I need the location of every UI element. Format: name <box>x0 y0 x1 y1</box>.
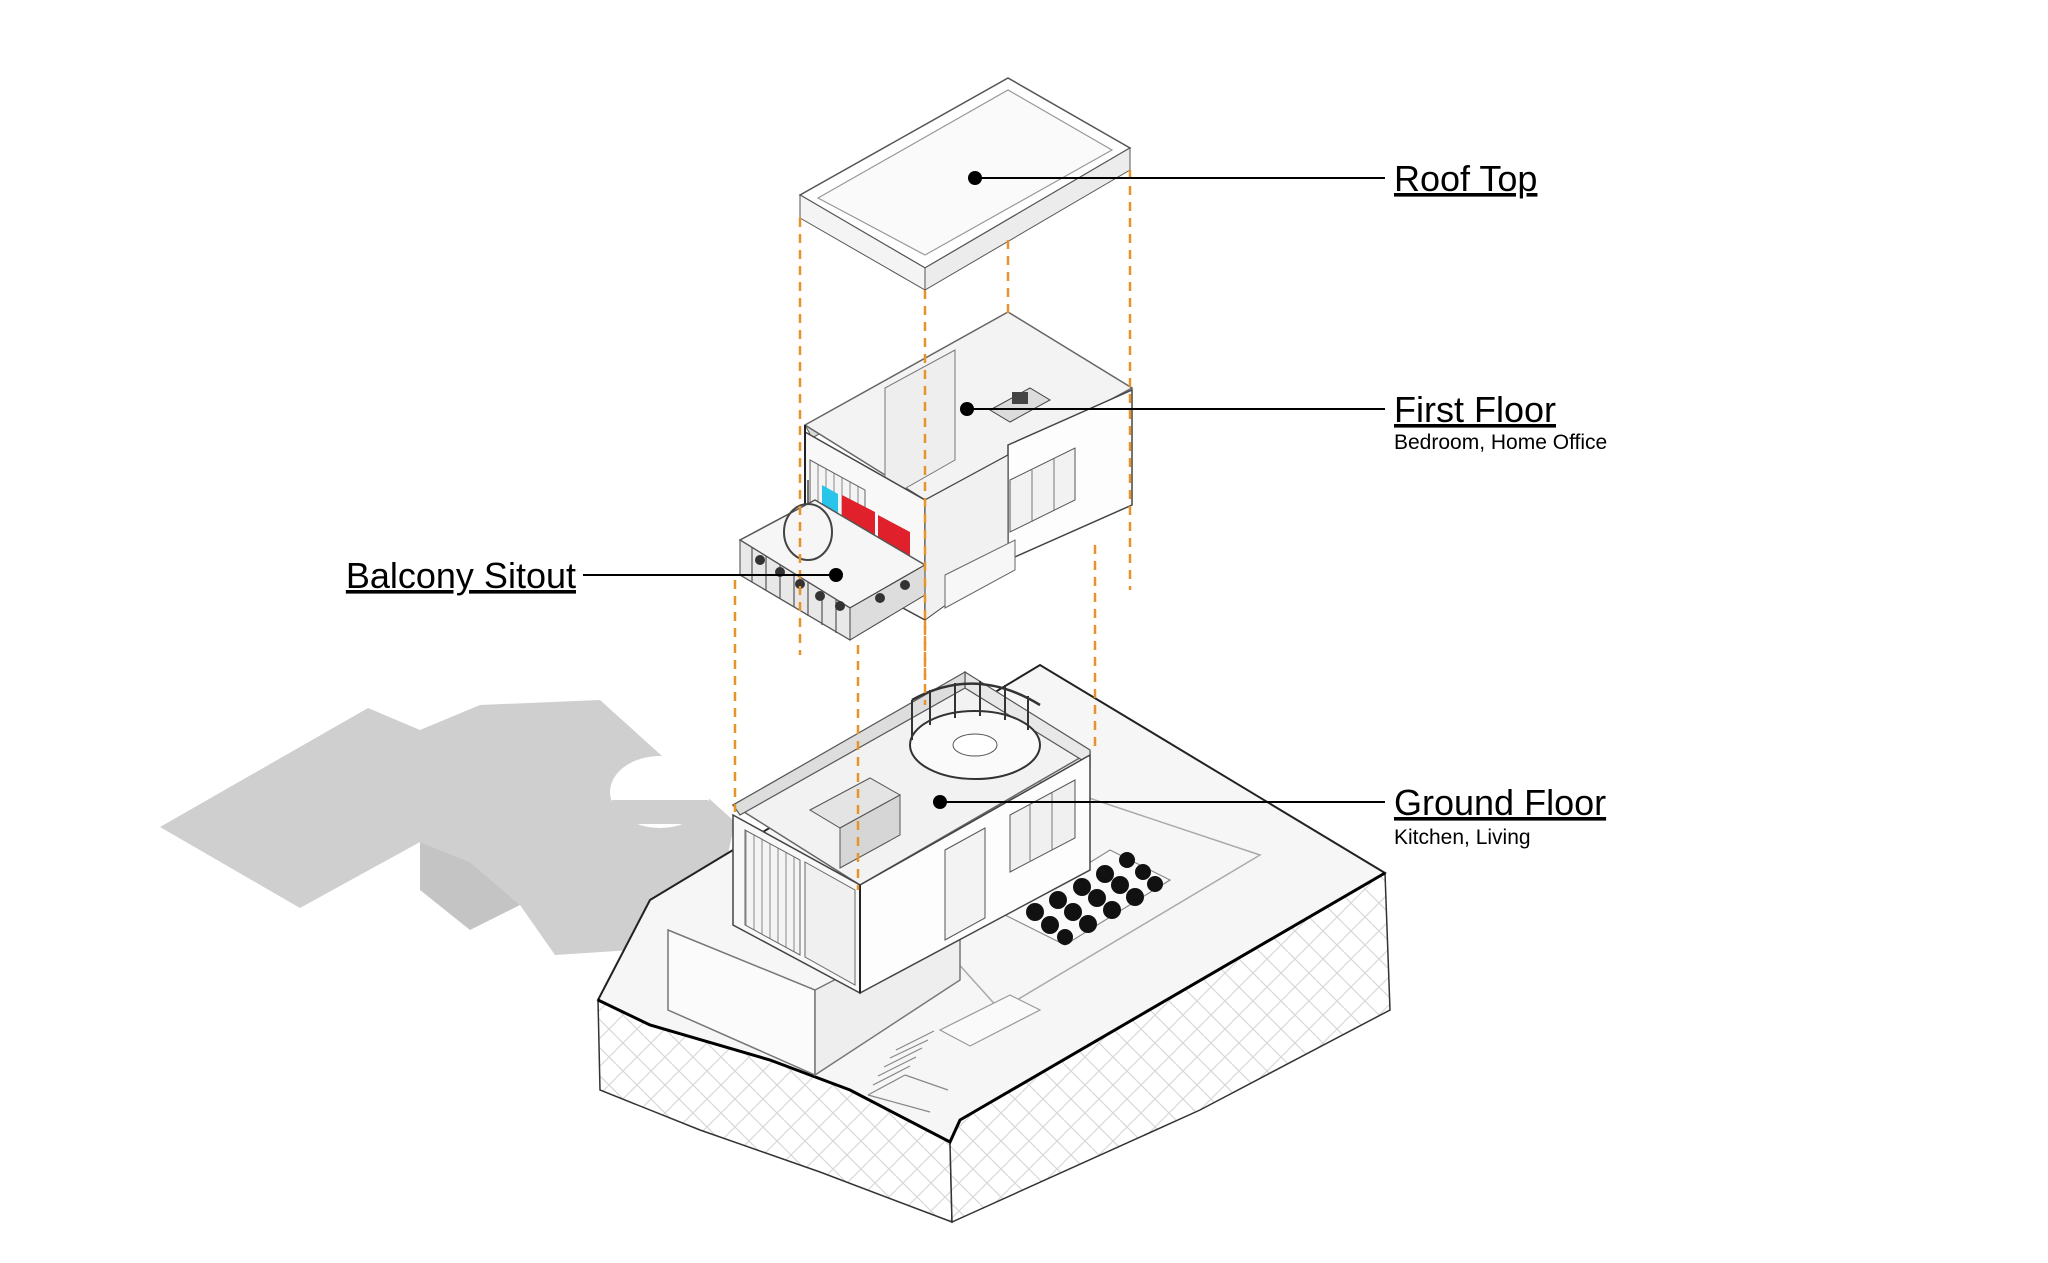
roof-volume <box>798 77 1132 291</box>
callout-balcony-sitout: Balcony Sitout <box>346 555 843 596</box>
entry-steps <box>867 1030 949 1113</box>
alignment-guides <box>733 170 1132 890</box>
callout-title: Roof Top <box>1394 158 1537 199</box>
balcony-volume <box>738 480 927 641</box>
callout-title: First Floor <box>1394 389 1556 430</box>
callout-first-floor: First Floor Bedroom, Home Office <box>960 389 1607 454</box>
callout-title: Ground Floor <box>1394 782 1606 823</box>
garden-planter <box>1003 849 1172 946</box>
callout-subtitle: Kitchen, Living <box>1394 826 1531 849</box>
callout-title: Balcony Sitout <box>346 555 576 596</box>
ground-floor-volume <box>731 670 1092 995</box>
callout-subtitle: Bedroom, Home Office <box>1394 431 1607 454</box>
callout-roof-top: Roof Top <box>968 158 1537 199</box>
spiral-staircase <box>909 681 1041 780</box>
callout-ground-floor: Ground Floor Kitchen, Living <box>933 782 1606 849</box>
building-shadow <box>160 700 735 955</box>
